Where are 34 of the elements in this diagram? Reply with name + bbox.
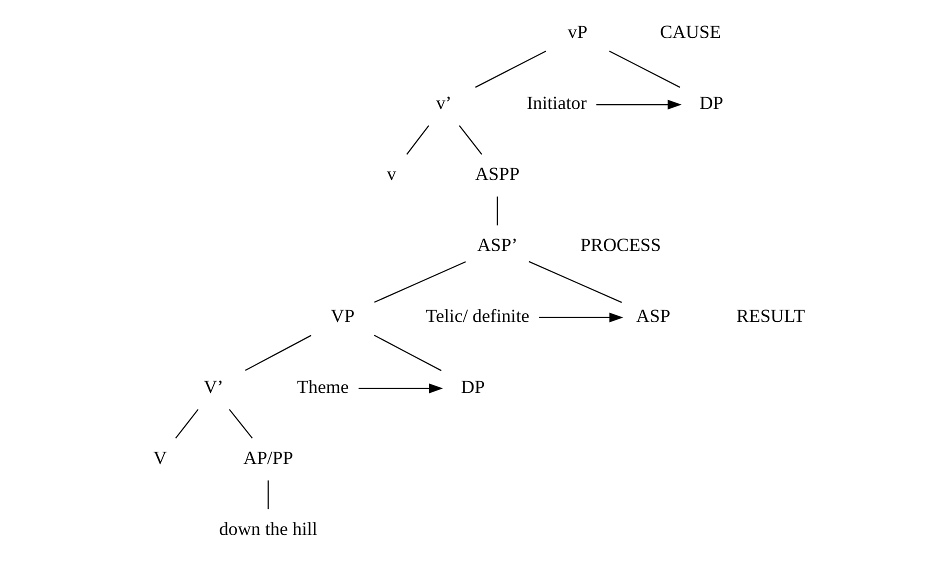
connector [496, 196, 498, 226]
node-text: ASP’ [476, 234, 518, 256]
node-text: V’ [203, 376, 223, 398]
connector [374, 261, 466, 303]
connector [267, 480, 268, 510]
node-text: down the hill [218, 518, 317, 540]
connector [528, 261, 622, 303]
connector [244, 334, 311, 371]
connector [228, 409, 252, 439]
connector [458, 125, 482, 155]
node-text: ASP [636, 306, 670, 327]
connector [174, 409, 198, 439]
node-text: DP [460, 376, 484, 398]
node-text: VP [330, 306, 354, 327]
connector [406, 125, 429, 155]
label: PROCESS [580, 234, 661, 256]
arrow [538, 312, 623, 322]
connector [608, 50, 680, 88]
connector [373, 334, 442, 372]
arrow [358, 384, 443, 394]
connector [474, 50, 546, 88]
node-text: AP/PP [242, 448, 293, 469]
node-text: vP [567, 22, 587, 44]
node-text: V [152, 448, 166, 469]
node-text: Initiator [526, 93, 586, 114]
node-text: v’ [436, 93, 452, 114]
node-text: Telic/ definite [425, 306, 529, 327]
label: CAUSE [659, 22, 720, 44]
node-text: Theme [296, 376, 348, 398]
node-text: DP [699, 93, 723, 114]
arrow [596, 100, 682, 110]
label: RESULT [736, 306, 805, 327]
node-text: ASPP [474, 164, 520, 185]
node-text: v [386, 164, 396, 185]
